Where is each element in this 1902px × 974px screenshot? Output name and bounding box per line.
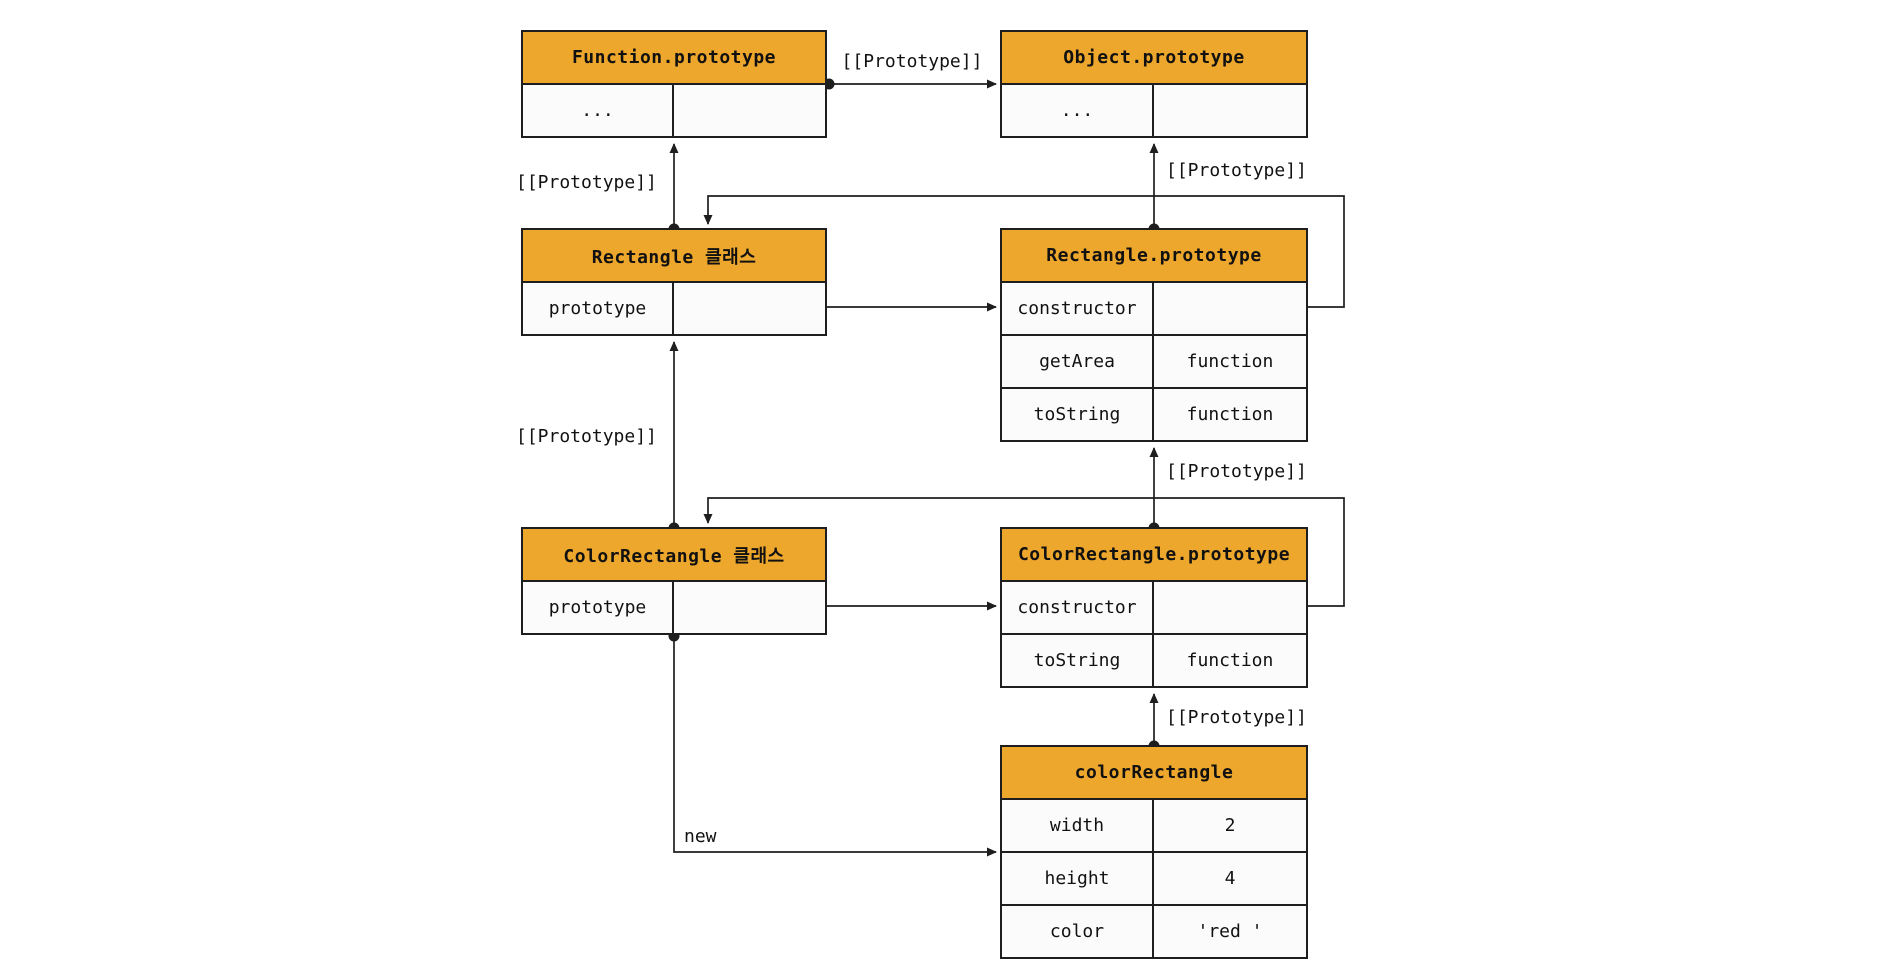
cell-value: function bbox=[1154, 635, 1306, 686]
cell-value: 4 bbox=[1154, 853, 1306, 904]
table-row: toString function bbox=[1002, 387, 1306, 440]
table-row: getArea function bbox=[1002, 334, 1306, 387]
table-row: width 2 bbox=[1002, 800, 1306, 851]
box-function-prototype-title: Function.prototype bbox=[523, 32, 825, 85]
table-row: constructor bbox=[1002, 582, 1306, 633]
cell-value: 2 bbox=[1154, 800, 1306, 851]
cell-key: toString bbox=[1002, 389, 1154, 440]
cell-key: color bbox=[1002, 906, 1154, 957]
prototype-label-rectangle-class: [[Prototype]] bbox=[516, 172, 657, 193]
table-row: constructor bbox=[1002, 283, 1306, 334]
cell-key: prototype bbox=[523, 283, 674, 334]
table-row: ... bbox=[523, 85, 825, 136]
cell-key: height bbox=[1002, 853, 1154, 904]
prototype-label-colorrectangle-prototype: [[Prototype]] bbox=[1166, 461, 1307, 482]
box-rectangle-prototype: Rectangle.prototype constructor getArea … bbox=[1000, 228, 1308, 442]
table-row: prototype bbox=[523, 582, 825, 633]
cell-value bbox=[1154, 283, 1306, 334]
box-object-prototype-title: Object.prototype bbox=[1002, 32, 1306, 85]
cell-value: 'red ' bbox=[1154, 906, 1306, 957]
prototype-label-colorrectangle-instance: [[Prototype]] bbox=[1166, 707, 1307, 728]
cell-key: constructor bbox=[1002, 582, 1154, 633]
box-colorrectangle-instance: colorRectangle width 2 height 4 color 'r… bbox=[1000, 745, 1308, 959]
cell-value bbox=[674, 283, 825, 334]
table-row: color 'red ' bbox=[1002, 904, 1306, 957]
cell-key: ... bbox=[1002, 85, 1154, 136]
box-object-prototype: Object.prototype ... bbox=[1000, 30, 1308, 138]
cell-value: function bbox=[1154, 389, 1306, 440]
box-colorrectangle-class-title: ColorRectangle 클래스 bbox=[523, 529, 825, 582]
box-colorrectangle-prototype: ColorRectangle.prototype constructor toS… bbox=[1000, 527, 1308, 688]
cell-key: prototype bbox=[523, 582, 674, 633]
table-row: toString function bbox=[1002, 633, 1306, 686]
cell-key: ... bbox=[523, 85, 674, 136]
box-colorrectangle-instance-title: colorRectangle bbox=[1002, 747, 1306, 800]
prototype-label-function-to-object: [[Prototype]] bbox=[841, 51, 983, 72]
cell-key: getArea bbox=[1002, 336, 1154, 387]
edge-new-instance bbox=[673, 636, 997, 857]
table-row: height 4 bbox=[1002, 851, 1306, 904]
box-rectangle-prototype-title: Rectangle.prototype bbox=[1002, 230, 1306, 283]
cell-value: function bbox=[1154, 336, 1306, 387]
box-rectangle-class-title: Rectangle 클래스 bbox=[523, 230, 825, 283]
box-rectangle-class: Rectangle 클래스 prototype bbox=[521, 228, 827, 336]
cell-value bbox=[674, 85, 825, 136]
box-function-prototype: Function.prototype ... bbox=[521, 30, 827, 138]
prototype-label-rectangle-prototype: [[Prototype]] bbox=[1166, 160, 1307, 181]
table-row: prototype bbox=[523, 283, 825, 334]
cell-value bbox=[1154, 582, 1306, 633]
table-row: ... bbox=[1002, 85, 1306, 136]
cell-key: width bbox=[1002, 800, 1154, 851]
box-colorrectangle-class: ColorRectangle 클래스 prototype bbox=[521, 527, 827, 635]
box-colorrectangle-prototype-title: ColorRectangle.prototype bbox=[1002, 529, 1306, 582]
cell-value bbox=[1154, 85, 1306, 136]
cell-value bbox=[674, 582, 825, 633]
cell-key: toString bbox=[1002, 635, 1154, 686]
cell-key: constructor bbox=[1002, 283, 1154, 334]
prototype-label-colorrectangle-class: [[Prototype]] bbox=[516, 426, 657, 447]
new-operator-label: new bbox=[684, 826, 717, 847]
